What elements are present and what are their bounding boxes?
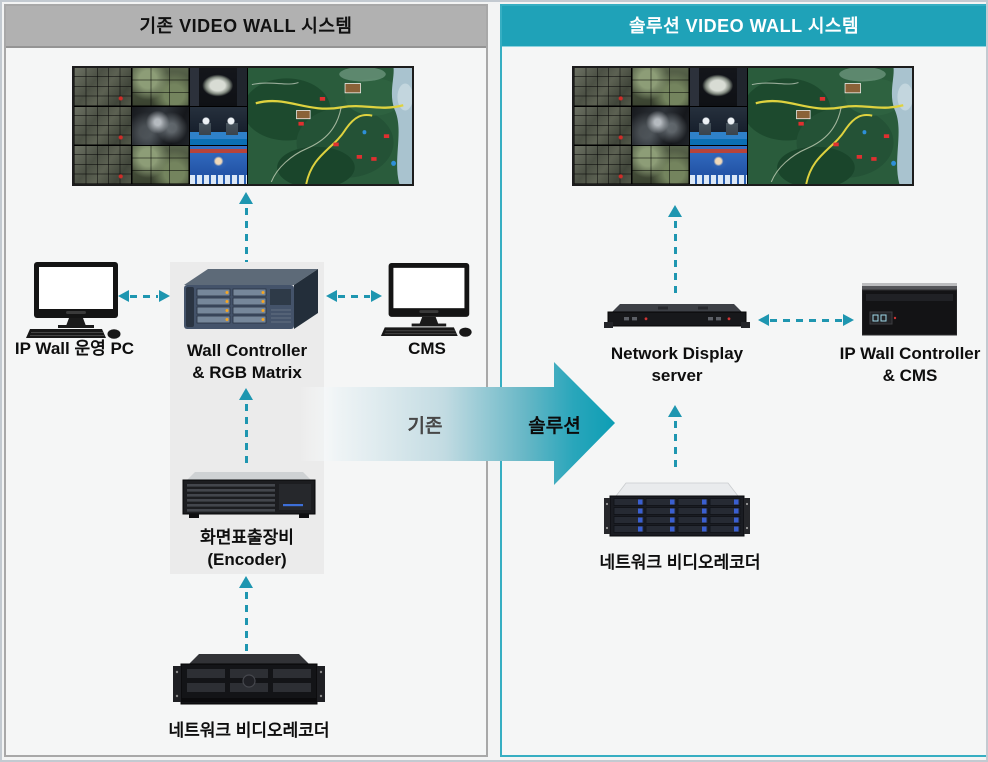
gis-app-tile bbox=[190, 68, 247, 106]
rack-encoder-icon bbox=[179, 468, 319, 520]
solution-system-header: 솔루션 VIDEO WALL 시스템 bbox=[502, 6, 986, 47]
camera-view-tile bbox=[632, 146, 689, 184]
arrow-controller-to-wall-icon bbox=[239, 192, 253, 262]
cctv-grid-tile bbox=[74, 68, 131, 106]
right-nvr-label-text: 네트워크 비디오레코더 bbox=[599, 553, 761, 572]
arrowhead-right-icon bbox=[159, 290, 170, 302]
transition-from-text: 기존 bbox=[407, 416, 443, 437]
video-wall-display-right bbox=[572, 66, 914, 186]
desktop-pc-icon bbox=[24, 262, 124, 340]
controller-box-icon bbox=[862, 282, 957, 337]
videowall-column bbox=[190, 68, 247, 184]
arrow-nds-to-wall-icon bbox=[668, 205, 682, 299]
arrowhead-up-icon bbox=[668, 405, 682, 417]
dashed-line bbox=[770, 318, 842, 322]
cctv-grid-tile bbox=[74, 146, 131, 184]
cctv-grid-tile bbox=[574, 68, 631, 106]
dashed-line bbox=[244, 592, 248, 652]
cctv-grid-tile bbox=[574, 107, 631, 145]
existing-system-header: 기존 VIDEO WALL 시스템 bbox=[6, 6, 486, 48]
nds-label-line2: server bbox=[651, 366, 703, 385]
videowall-column bbox=[132, 68, 189, 184]
arrow-pc-to-controller-icon bbox=[118, 289, 170, 303]
transition-arrow-icon bbox=[300, 362, 615, 485]
dashed-line bbox=[673, 421, 677, 473]
satellite-map-tile bbox=[248, 68, 412, 184]
wall-controller-label-line2: & RGB Matrix bbox=[192, 363, 302, 382]
arrowhead-left-icon bbox=[118, 290, 129, 302]
arrowhead-right-icon bbox=[843, 314, 854, 326]
arrowhead-up-icon bbox=[239, 388, 253, 400]
ip-wall-controller-label-line1: IP Wall Controller bbox=[839, 344, 981, 363]
desktop-pc-icon bbox=[379, 263, 475, 338]
videowall-column bbox=[74, 68, 131, 184]
news-broadcast-tile bbox=[690, 107, 747, 145]
gis-app-tile bbox=[690, 68, 747, 106]
cctv-grid-tile bbox=[74, 107, 131, 145]
dashed-line bbox=[130, 294, 158, 298]
cctv-grid-tile bbox=[574, 146, 631, 184]
cms-label-text: CMS bbox=[408, 339, 446, 358]
arrowhead-left-icon bbox=[758, 314, 769, 326]
dashed-line bbox=[244, 404, 248, 468]
video-conference-tile bbox=[190, 146, 247, 184]
network-display-server-label: Network Display server bbox=[597, 343, 757, 387]
operator-pc-label-text: IP Wall 운영 PC bbox=[14, 339, 135, 358]
arrow-controller-to-cms-icon bbox=[326, 289, 382, 303]
arrow-nvr-to-encoder-icon bbox=[239, 576, 253, 652]
operator-pc-label: IP Wall 운영 PC bbox=[2, 338, 147, 360]
monitoring-room-tile bbox=[632, 107, 689, 145]
videowall-column bbox=[632, 68, 689, 184]
arrowhead-left-icon bbox=[326, 290, 337, 302]
satellite-map-graphic bbox=[748, 68, 912, 184]
monitoring-room-tile bbox=[132, 107, 189, 145]
encoder-label: 화면표출장비 (Encoder) bbox=[164, 527, 330, 571]
satellite-map-graphic bbox=[248, 68, 412, 184]
arrowhead-up-icon bbox=[668, 205, 682, 217]
existing-system-title: 기존 VIDEO WALL 시스템 bbox=[139, 16, 353, 36]
nds-label-line1: Network Display bbox=[610, 344, 744, 363]
videowall-column bbox=[574, 68, 631, 184]
arrowhead-up-icon bbox=[239, 192, 253, 204]
camera-view-tile bbox=[132, 68, 189, 106]
camera-view-tile bbox=[132, 146, 189, 184]
ip-wall-controller-label: IP Wall Controller & CMS bbox=[830, 343, 986, 387]
left-nvr-label-text: 네트워크 비디오레코더 bbox=[168, 721, 330, 740]
arrow-nds-to-controller-icon bbox=[758, 313, 854, 327]
arrow-nvr-to-nds-icon bbox=[668, 405, 682, 473]
transition-to-label: 솔루션 bbox=[517, 411, 592, 438]
ip-wall-controller-label-line2: & CMS bbox=[882, 366, 938, 385]
left-nvr-label: 네트워크 비디오레코더 bbox=[149, 720, 349, 742]
rack-1u-server-icon bbox=[602, 300, 752, 334]
dashed-line bbox=[673, 221, 677, 299]
right-nvr-label: 네트워크 비디오레코더 bbox=[580, 552, 780, 574]
encoder-label-line1: 화면표출장비 bbox=[200, 528, 294, 547]
transition-from-label: 기존 bbox=[390, 411, 460, 438]
wall-controller-label-line1: Wall Controller bbox=[186, 341, 308, 360]
transition-to-text: 솔루션 bbox=[528, 416, 581, 437]
arrowhead-up-icon bbox=[239, 576, 253, 588]
arrowhead-right-icon bbox=[371, 290, 382, 302]
satellite-map-tile bbox=[748, 68, 912, 184]
rack-server-3d-icon bbox=[172, 265, 322, 337]
solution-system-title: 솔루션 VIDEO WALL 시스템 bbox=[628, 16, 860, 36]
arrow-encoder-to-controller-icon bbox=[239, 388, 253, 468]
news-broadcast-tile bbox=[190, 107, 247, 145]
video-conference-tile bbox=[690, 146, 747, 184]
rack-nvr-drives-icon bbox=[602, 480, 752, 542]
videowall-column bbox=[690, 68, 747, 184]
camera-view-tile bbox=[632, 68, 689, 106]
encoder-label-line2: (Encoder) bbox=[207, 550, 287, 569]
rack-nvr-icon bbox=[171, 652, 327, 710]
dashed-line bbox=[244, 208, 248, 262]
wall-controller-label: Wall Controller & RGB Matrix bbox=[162, 340, 332, 384]
dashed-line bbox=[338, 294, 370, 298]
video-wall-display-left bbox=[72, 66, 414, 186]
cms-label: CMS bbox=[379, 338, 475, 360]
